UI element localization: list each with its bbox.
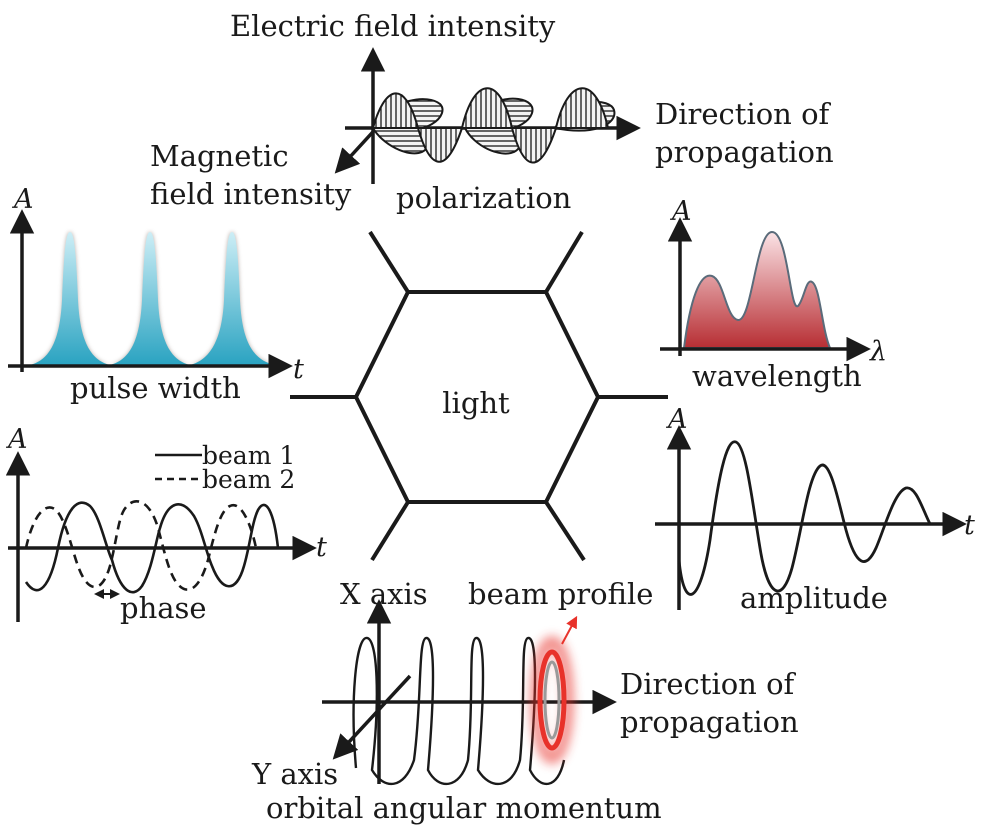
amplitude-y-label: A (665, 404, 688, 435)
pulse-train (30, 232, 275, 365)
wavelength-y-label: A (669, 196, 692, 227)
electric-field-label: Electric field intensity (230, 9, 556, 43)
beam-1-wave (24, 501, 280, 594)
electric-wave-lobe (554, 87, 610, 129)
electric-wave-lobe (416, 127, 464, 163)
helical-beam (352, 636, 566, 786)
pulse-width-panel: A t pulse width (8, 184, 304, 405)
oam-y-label: Y axis (251, 757, 338, 791)
damped-wave (677, 440, 932, 596)
phase-y-label: A (5, 424, 28, 455)
propagation-label-line1: Direction of (655, 97, 832, 131)
wavelength-caption: wavelength (692, 359, 862, 393)
magnetic-label-line1: Magnetic (150, 139, 289, 173)
amplitude-x-label: t (964, 510, 975, 541)
phase-x-label: t (316, 532, 327, 563)
pulse-y-label: A (11, 184, 34, 215)
propagation-label-line2: propagation (655, 135, 834, 169)
pulse-x-label: t (293, 354, 304, 385)
polarization-panel: Electric field intensity Direction of pr… (150, 9, 834, 215)
legend-beam-1: beam 1 (202, 441, 295, 470)
electric-wave-lobe (371, 92, 420, 129)
beam-profile-glow (530, 636, 574, 764)
magnetic-label-line2: field intensity (150, 177, 352, 211)
oam-propagation-label-line1: Direction of (620, 667, 797, 701)
phase-caption: phase (120, 591, 207, 625)
wavelength-panel: A λ wavelength (660, 196, 887, 393)
beam-profile-inner (543, 660, 561, 740)
polarization-caption: polarization (396, 181, 571, 215)
beam-profile-label: beam profile (468, 577, 653, 611)
central-hexagon: light (290, 230, 668, 562)
oam-x-label: X axis (340, 577, 428, 611)
spectrum-curve (682, 230, 832, 349)
electric-wave-lobe (510, 127, 558, 164)
oam-caption: orbital angular momentum (266, 791, 662, 825)
beam-profile-pointer (561, 615, 578, 645)
oam-propagation-label-line2: propagation (620, 705, 799, 739)
pulse-width-caption: pulse width (70, 371, 241, 405)
amplitude-panel: A t amplitude (655, 404, 975, 615)
oam-panel: X axis beam profile Direction of propaga… (251, 577, 799, 825)
legend-beam-2: beam 2 (202, 465, 295, 494)
beam-profile-ring (537, 649, 567, 751)
wavelength-x-label: λ (869, 336, 887, 367)
center-label: light (442, 386, 510, 420)
electric-wave-lobe (460, 87, 514, 129)
beam-2-wave (24, 500, 258, 591)
phase-panel: A t phase beam 1 beam 2 (5, 424, 327, 625)
amplitude-caption: amplitude (740, 581, 888, 615)
oam-y-axis (332, 674, 412, 760)
